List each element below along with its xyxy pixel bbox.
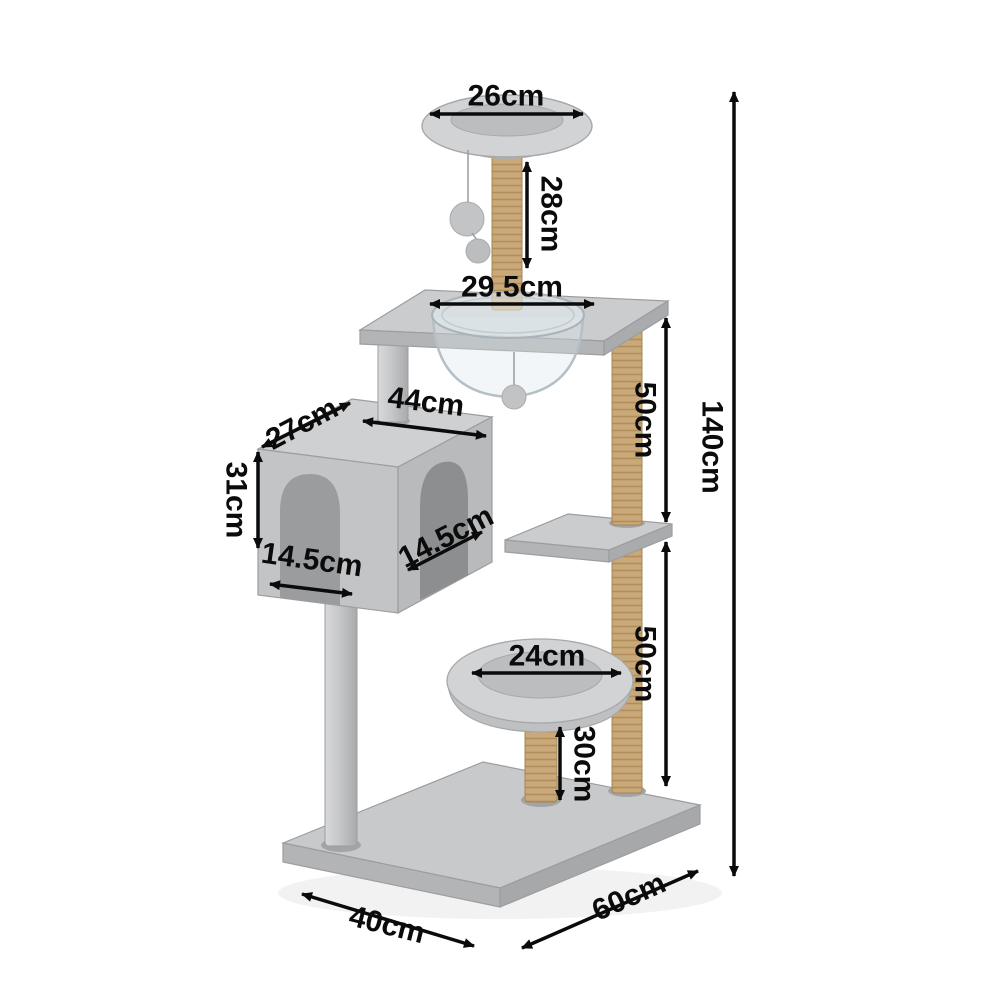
dimension-total-height: 140cm — [696, 91, 739, 877]
dim-top-perch-width-label: 26cm — [468, 80, 545, 113]
hanging-toy-under-platform — [501, 352, 527, 410]
pompom-small — [465, 238, 491, 264]
dim-bottom-bed-width-label: 24cm — [509, 640, 586, 673]
dimension-condo-height: 31cm — [220, 451, 263, 549]
dim-upper-section-height-label: 50cm — [629, 382, 662, 459]
space-capsule-bowl — [431, 291, 585, 399]
mid-shelf — [504, 513, 673, 563]
dim-total-height-label: 140cm — [696, 400, 729, 493]
cat-tree-illustration — [256, 94, 722, 919]
dimension-top-perch-width: 26cm — [429, 80, 584, 119]
condo-front-door-arch — [280, 474, 340, 605]
dimension-bottom-bed-width: 24cm — [471, 640, 622, 678]
condo-support-post — [321, 599, 361, 852]
dimension-top-platform-width: 29.5cm — [429, 271, 595, 309]
dim-condo-height-label: 31cm — [220, 462, 253, 539]
dimension-bottom-post-height: 30cm — [555, 726, 601, 803]
pompom-large — [449, 201, 485, 237]
hanging-toys-top — [449, 150, 491, 264]
dimension-upper-section-height: 50cm — [629, 317, 671, 523]
dim-bottom-post-height-label: 30cm — [568, 726, 601, 803]
dim-top-post-height-label: 28cm — [535, 176, 568, 253]
dimension-top-post-height: 28cm — [522, 161, 568, 269]
dim-top-platform-width-label: 29.5cm — [461, 271, 563, 304]
dimension-lower-section-height: 50cm — [629, 541, 671, 787]
dim-lower-section-height-label: 50cm — [629, 626, 662, 703]
